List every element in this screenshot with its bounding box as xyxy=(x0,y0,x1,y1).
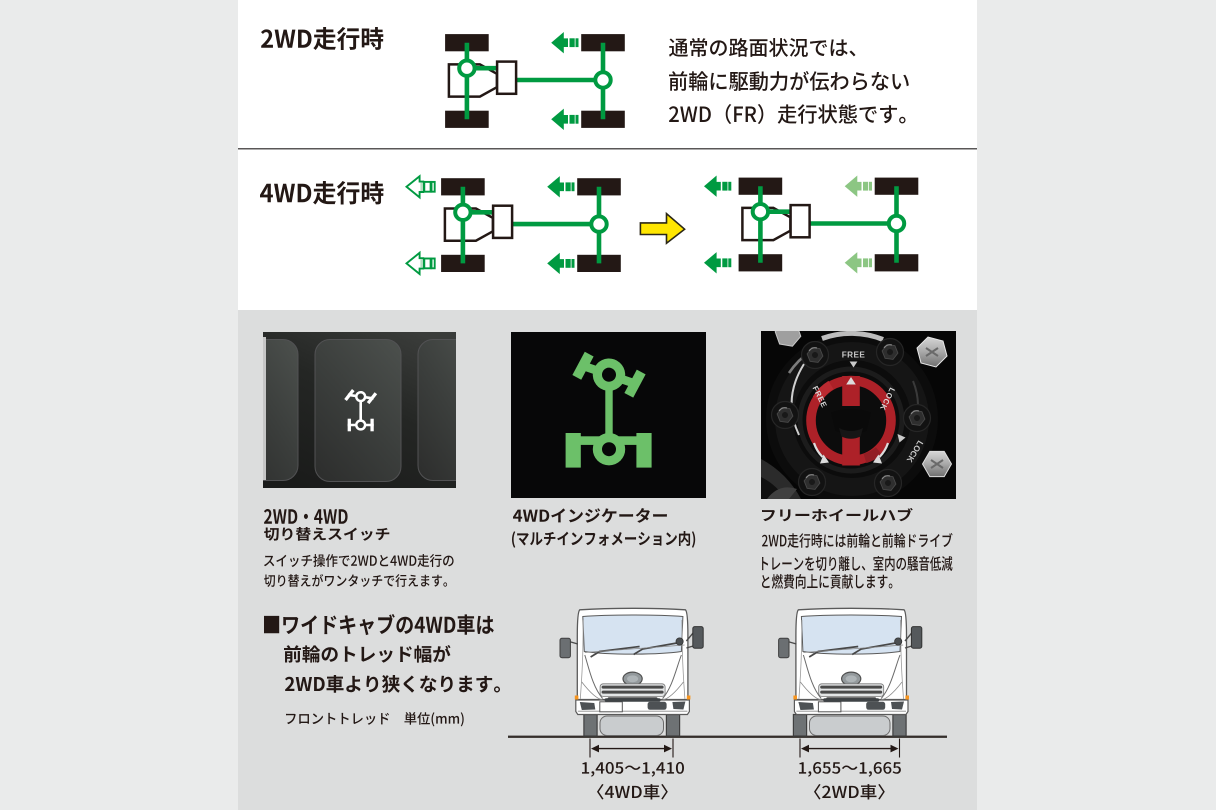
svg-text:FREE: FREE xyxy=(842,351,866,360)
